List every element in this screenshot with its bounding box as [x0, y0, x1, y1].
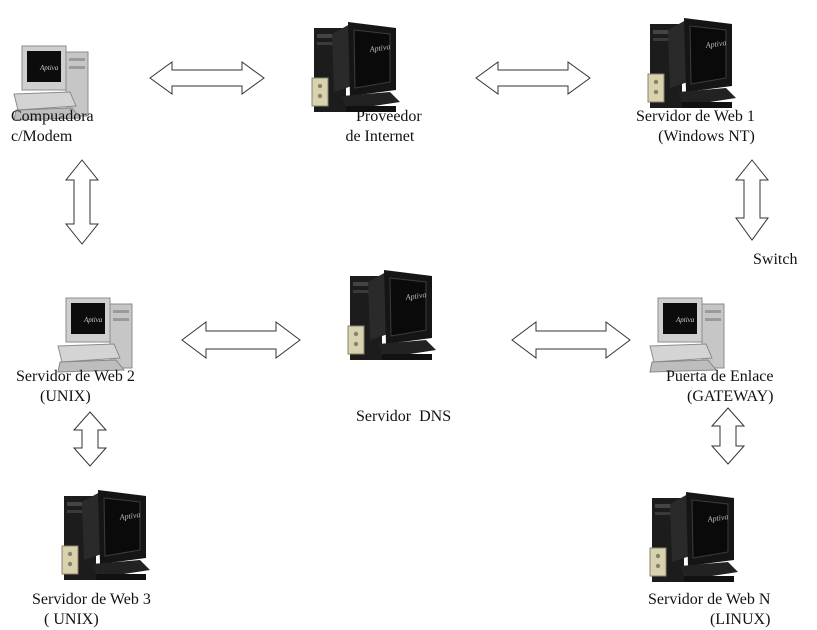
- node-label-gateway: Puerta de Enlace (GATEWAY): [666, 367, 774, 407]
- tower-server-icon: [61, 489, 151, 581]
- monitor-brand: Aptiva: [368, 42, 391, 54]
- label-line: Servidor DNS: [356, 408, 452, 425]
- label-line: Servidor de Web N: [648, 591, 771, 608]
- bidirectional-arrow: [64, 159, 100, 245]
- bidirectional-arrow: [181, 321, 301, 359]
- label-line: (Windows NT): [658, 128, 755, 145]
- label-line: ( UNIX): [44, 611, 99, 628]
- desktop-computer-icon: [649, 297, 725, 373]
- monitor-brand: Aptiva: [706, 512, 729, 524]
- label-line: de Internet: [345, 128, 415, 145]
- label-line: Switch: [753, 251, 798, 268]
- label-line: Servidor de Web 2: [16, 368, 135, 385]
- bidirectional-arrow: [734, 159, 770, 241]
- node-label-switch: Switch: [753, 250, 797, 270]
- tower-server-icon: [311, 21, 401, 113]
- node-label-webn: Servidor de Web N (LINUX): [648, 590, 770, 630]
- label-line: Proveedor: [356, 108, 422, 125]
- bidirectional-arrow: [72, 411, 108, 467]
- monitor-brand: Aptiva: [675, 316, 695, 324]
- label-line: Puerta de Enlace: [666, 368, 774, 385]
- label-line: Servidor de Web 1: [636, 108, 755, 125]
- node-label-proveedor: Proveedor de Internet: [338, 107, 422, 147]
- node-label-web2: Servidor de Web 2 (UNIX): [16, 367, 135, 407]
- monitor-brand: Aptiva: [118, 510, 141, 522]
- label-line: (UNIX): [40, 388, 91, 405]
- monitor-brand: Aptiva: [39, 64, 59, 72]
- bidirectional-arrow: [149, 61, 265, 95]
- tower-server-icon: [649, 491, 739, 583]
- node-label-dns: Servidor DNS: [356, 367, 451, 447]
- monitor-brand: Aptiva: [404, 290, 427, 302]
- label-line: (LINUX): [709, 611, 771, 628]
- label-line: Compuadora: [11, 108, 94, 125]
- label-line: c/Modem: [11, 128, 73, 145]
- label-line: Servidor de Web 3: [32, 591, 151, 608]
- bidirectional-arrow: [710, 407, 746, 465]
- label-line: (GATEWAY): [686, 388, 774, 405]
- tower-server-icon: [647, 17, 737, 109]
- desktop-computer-icon: [57, 297, 133, 373]
- monitor-brand: Aptiva: [83, 316, 103, 324]
- node-label-compuadora: Compuadora c/Modem: [11, 107, 94, 147]
- node-label-web3: Servidor de Web 3 ( UNIX): [32, 590, 151, 630]
- bidirectional-arrow: [511, 321, 631, 359]
- tower-server-icon: [347, 269, 437, 361]
- bidirectional-arrow: [475, 61, 591, 95]
- monitor-brand: Aptiva: [704, 38, 727, 50]
- node-label-web1: Servidor de Web 1 (Windows NT): [636, 107, 755, 147]
